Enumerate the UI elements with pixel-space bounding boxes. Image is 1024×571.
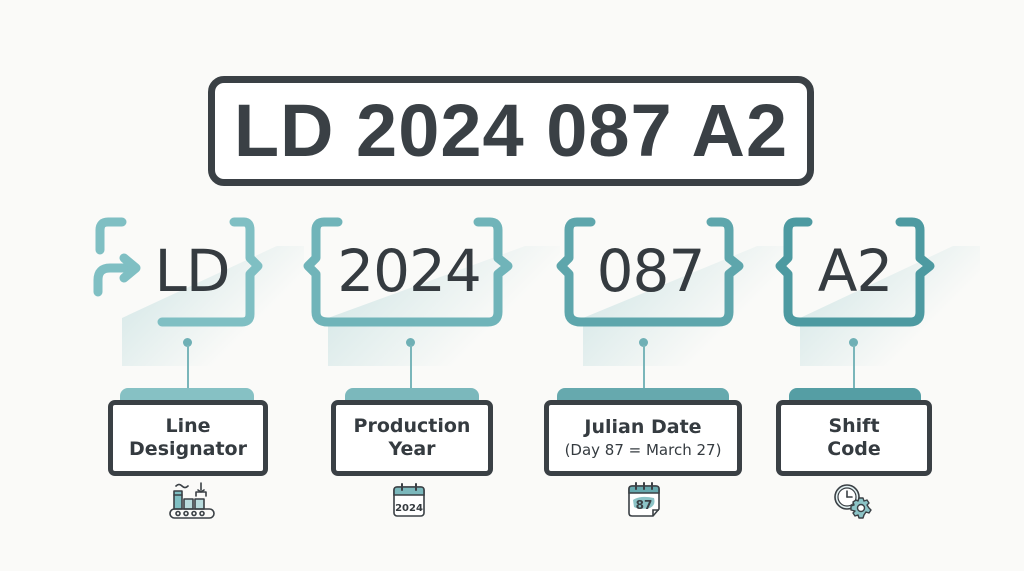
label-text: Code — [827, 438, 881, 460]
label-text: Line — [165, 415, 211, 437]
segment-julian-date: 087 — [553, 216, 788, 366]
label-production-year: Production Year — [331, 400, 493, 476]
label-text: Shift — [828, 415, 880, 437]
clock-gear-icon — [834, 484, 872, 519]
calendar-year-text: 2024 — [395, 503, 423, 514]
code-plate: LD 2024 087 A2 — [208, 76, 814, 186]
connector-line — [643, 345, 645, 389]
segment-value: LD — [154, 237, 231, 305]
calendar-day-text: 87 — [636, 498, 653, 512]
arrow-bracket-icon — [93, 217, 263, 327]
connector-line — [410, 345, 412, 389]
brace-frame-icon — [303, 217, 513, 327]
calendar-icon: 2024 — [393, 483, 425, 517]
segment-value: 2024 — [337, 237, 482, 305]
brace-frame-icon — [556, 217, 744, 327]
segment-value: 087 — [596, 237, 706, 305]
connector-dot — [849, 338, 858, 347]
calendar-page-icon: 87 — [628, 482, 660, 517]
label-line-designator: Line Designator — [108, 400, 268, 476]
factory-conveyor-icon — [169, 482, 215, 519]
connector-line — [187, 345, 189, 389]
full-code: LD 2024 087 A2 — [233, 89, 789, 172]
label-text: Designator — [129, 438, 247, 460]
label-text: Year — [388, 438, 436, 460]
label-subtext: (Day 87 = March 27) — [564, 440, 722, 459]
label-julian-date: Julian Date (Day 87 = March 27) — [544, 400, 742, 476]
segment-production-year: 2024 — [298, 216, 560, 366]
label-text: Production — [353, 415, 471, 437]
segment-line-designator: LD — [92, 216, 304, 366]
connector-dot — [406, 338, 415, 347]
segment-shift-code: A2 — [770, 216, 980, 366]
connector-dot — [183, 338, 192, 347]
brace-frame-icon — [775, 217, 935, 327]
segment-value: A2 — [817, 237, 894, 305]
connector-dot — [639, 338, 648, 347]
connector-line — [853, 345, 855, 389]
label-text: Julian Date — [584, 415, 702, 438]
label-shift-code: Shift Code — [776, 400, 932, 476]
